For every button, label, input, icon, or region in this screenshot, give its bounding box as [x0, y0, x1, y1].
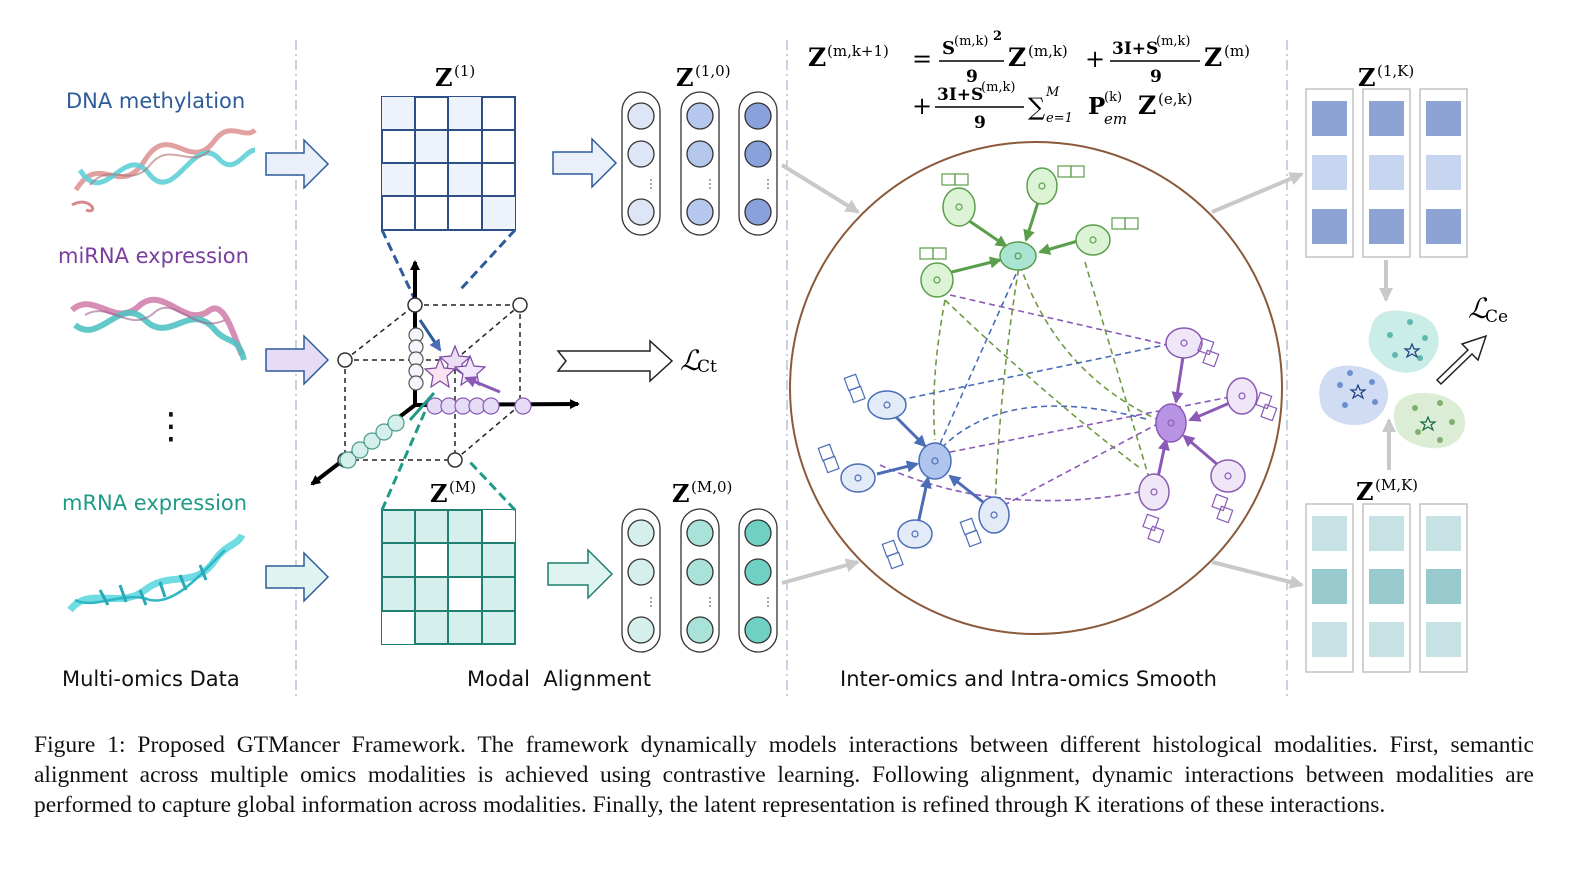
vector-arrow-top-icon — [552, 137, 618, 189]
z1k-vectors — [1305, 88, 1468, 258]
svg-text:2: 2 — [993, 29, 1002, 44]
mirna-align-arrow — [464, 376, 501, 394]
z1k-sup: (1,K) — [1377, 62, 1414, 80]
svg-text:∑: ∑ — [1028, 93, 1045, 121]
gray-arrow-bottom-out — [1211, 560, 1304, 589]
mrna-expression-label: mRNA expression — [62, 491, 247, 515]
z1-label: Z — [435, 63, 453, 92]
svg-text:9: 9 — [966, 67, 978, 87]
zm-matrix — [381, 509, 516, 645]
gray-arrow-bottom-in — [781, 558, 860, 585]
svg-text:(k): (k) — [1104, 90, 1122, 105]
gray-arrow-top-out — [1211, 172, 1304, 214]
framework-diagram: DNA methylation miRNA expression mRNA ex… — [58, 29, 1508, 700]
omics-ellipsis: ⋮ — [153, 406, 189, 447]
mirna-arrow-icon — [265, 334, 330, 386]
section-dividers — [295, 40, 1288, 700]
svg-text:(m,k): (m,k) — [1028, 42, 1068, 60]
mrna-align-arrow — [408, 392, 436, 421]
dna-embedding-nodes — [408, 327, 424, 391]
svg-text:Z: Z — [1204, 43, 1222, 72]
vector-arrow-bottom-icon — [547, 548, 614, 600]
projection-line-top-right — [458, 228, 517, 292]
svg-text:(m,k+1): (m,k+1) — [827, 42, 889, 60]
svg-text:M: M — [1045, 85, 1060, 100]
interaction-graph-circle — [789, 141, 1283, 635]
contrastive-loss-arrow-icon — [556, 339, 674, 383]
cluster-center-stars — [423, 344, 487, 389]
svg-text:Z: Z — [1138, 91, 1156, 120]
z10-sup: (1,0) — [695, 62, 731, 80]
svg-text:3I+S: 3I+S — [937, 85, 983, 105]
svg-text:(m,k): (m,k) — [1156, 34, 1190, 49]
z10-label: Z — [676, 63, 694, 92]
z1k-label: Z — [1358, 63, 1376, 92]
mrna-molecule-icon — [67, 533, 246, 613]
input-arrows — [265, 138, 330, 603]
z1-matrix — [381, 96, 516, 231]
svg-text:(m): (m) — [1224, 42, 1250, 60]
zm-sup: (M) — [449, 478, 476, 496]
mirna-embedding-nodes — [426, 397, 532, 415]
blue-graph-cluster — [817, 373, 1010, 570]
svg-text:(e,k): (e,k) — [1158, 90, 1192, 108]
lce-label: ℒ — [1468, 292, 1489, 325]
zmk-sup: (M,K) — [1375, 476, 1418, 494]
mirna-expression-label: miRNA expression — [58, 244, 249, 268]
svg-text:Z: Z — [1008, 43, 1026, 72]
svg-text:(m,k): (m,k) — [954, 34, 988, 49]
inter-omics-edges — [879, 259, 1241, 511]
zmk-vectors — [1305, 503, 1468, 673]
mirna-molecule-icon — [70, 296, 247, 361]
zmk-label: Z — [1356, 477, 1374, 506]
figure-caption: Figure 1: Proposed GTMancer Framework. T… — [34, 732, 1534, 818]
ce-loss-arrow-icon — [1435, 334, 1488, 386]
purple-graph-cluster — [1138, 327, 1278, 544]
svg-text:P: P — [1088, 93, 1105, 120]
svg-text:=: = — [912, 45, 932, 73]
projection-line-bottom-left — [380, 399, 432, 511]
lct-sub: Ct — [697, 357, 717, 377]
svg-text:Z: Z — [808, 43, 826, 72]
dna-methylation-label: DNA methylation — [66, 89, 245, 113]
zm0-label: Z — [672, 479, 690, 508]
svg-text:e=1: e=1 — [1046, 111, 1073, 126]
zm0-vector-dots — [650, 597, 769, 607]
lct-label: ℒ — [680, 344, 701, 377]
zm-label: Z — [430, 479, 448, 508]
z1-sup: (1) — [454, 62, 475, 80]
svg-text:3I+S: 3I+S — [1112, 39, 1158, 59]
svg-text:em: em — [1104, 110, 1127, 128]
projection-line-bottom-right — [466, 458, 517, 512]
mrna-arrow-icon — [265, 551, 330, 603]
svg-text:9: 9 — [974, 113, 986, 133]
svg-text:(m,k): (m,k) — [981, 80, 1015, 95]
section-smooth-label: Inter-omics and Intra-omics Smooth — [840, 667, 1217, 691]
z10-vector-dots — [650, 179, 769, 189]
cluster-blobs — [1319, 310, 1466, 449]
svg-text:9: 9 — [1150, 67, 1162, 87]
projection-line-top-left — [380, 229, 417, 301]
section-multi-omics-label: Multi-omics Data — [62, 667, 240, 691]
zm0-sup: (M,0) — [691, 478, 732, 496]
dna-align-arrow — [418, 319, 442, 352]
z10-vectors — [621, 91, 778, 236]
green-graph-cluster — [919, 165, 1139, 298]
dna-molecule-icon — [71, 127, 257, 213]
zm0-vectors — [621, 508, 778, 653]
update-equation: Z (m,k+1) = S (m,k) 2 9 Z (m,k) + 3I+S (… — [808, 29, 1250, 133]
gray-arrow-top-in — [780, 163, 860, 214]
mrna-embedding-nodes — [339, 414, 405, 469]
section-modal-alignment-label: Modal Alignment — [467, 667, 651, 691]
svg-text:+: + — [912, 92, 932, 120]
lce-sub: Ce — [1485, 307, 1508, 327]
svg-text:S: S — [942, 38, 955, 59]
dna-arrow-icon — [265, 138, 330, 190]
svg-text:+: + — [1085, 45, 1105, 73]
